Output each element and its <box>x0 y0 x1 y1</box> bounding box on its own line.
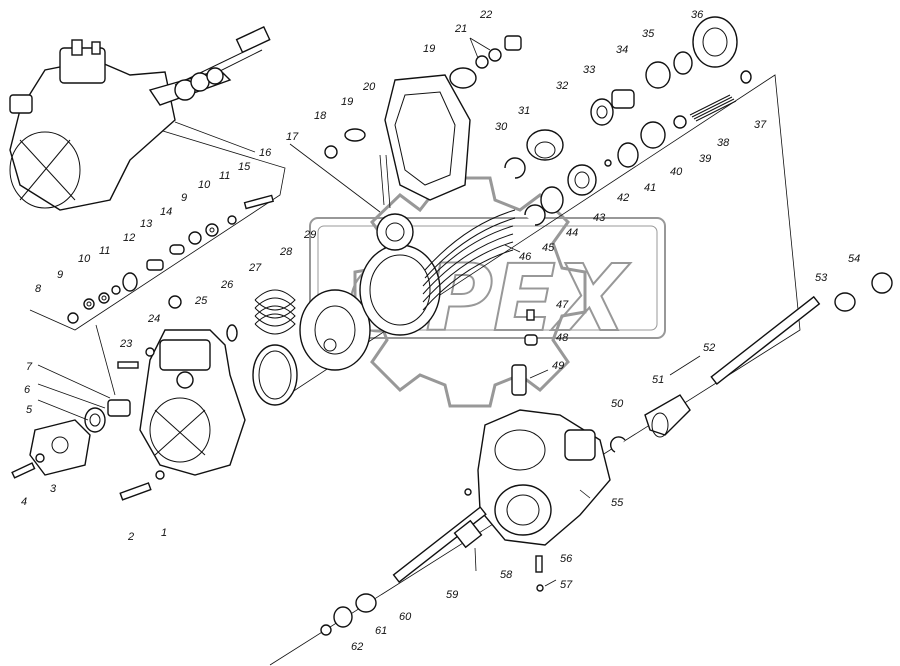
callout-46: 46 <box>519 251 532 263</box>
leader-lines <box>37 37 701 587</box>
callout-51: 51 <box>652 374 664 386</box>
callout-42: 42 <box>617 192 629 204</box>
callout-28: 28 <box>279 246 293 258</box>
callout-55: 55 <box>611 497 624 509</box>
callout-54: 54 <box>848 253 860 265</box>
callout-9a: 9 <box>57 269 63 281</box>
callout-45: 45 <box>542 242 555 254</box>
callout-62: 62 <box>351 641 363 653</box>
callout-7: 7 <box>26 361 33 373</box>
callout-34: 34 <box>616 44 628 56</box>
callout-43: 43 <box>593 212 606 224</box>
callout-15: 15 <box>238 161 251 173</box>
callout-4: 4 <box>21 496 27 508</box>
callout-57: 57 <box>560 579 573 591</box>
callout-21: 21 <box>454 23 467 35</box>
callout-30: 30 <box>495 121 508 133</box>
callout-31: 31 <box>518 105 530 117</box>
callout-49: 49 <box>552 360 564 372</box>
callout-11a: 11 <box>99 245 110 257</box>
callout-18: 18 <box>314 110 327 122</box>
callout-50: 50 <box>611 398 624 410</box>
spring-piston <box>252 244 441 406</box>
callout-48: 48 <box>556 332 569 344</box>
callout-39: 39 <box>699 153 711 165</box>
callout-36: 36 <box>691 9 704 21</box>
assembled-unit <box>9 26 271 211</box>
lower-housing <box>320 309 611 636</box>
callout-58: 58 <box>500 569 513 581</box>
callout-41: 41 <box>644 182 656 194</box>
callout-2: 2 <box>127 531 134 543</box>
large-spring <box>422 209 516 311</box>
shaft-parts <box>609 295 821 453</box>
callout-13: 13 <box>140 218 153 230</box>
callout-26: 26 <box>220 279 234 291</box>
callout-44: 44 <box>566 227 578 239</box>
callout-60: 60 <box>399 611 412 623</box>
callout-8: 8 <box>35 283 42 295</box>
callout-5: 5 <box>26 404 33 416</box>
left-housing <box>11 295 246 501</box>
callout-23: 23 <box>119 338 133 350</box>
callout-32: 32 <box>556 80 568 92</box>
callout-9b: 9 <box>181 192 187 204</box>
callout-38: 38 <box>717 137 730 149</box>
callout-17: 17 <box>286 131 299 143</box>
callout-12: 12 <box>123 232 135 244</box>
callout-16: 16 <box>259 147 272 159</box>
callout-10a: 10 <box>78 253 91 265</box>
callout-52: 52 <box>703 342 715 354</box>
callout-59: 59 <box>446 589 458 601</box>
nuts <box>834 272 893 312</box>
callout-61: 61 <box>375 625 387 637</box>
callout-14: 14 <box>160 206 172 218</box>
callout-25: 25 <box>194 295 208 307</box>
callout-3: 3 <box>50 483 57 495</box>
callout-6: 6 <box>24 384 31 396</box>
callout-40: 40 <box>670 166 683 178</box>
callout-10b: 10 <box>198 179 211 191</box>
callout-22: 22 <box>479 9 492 21</box>
callout-19a: 19 <box>341 96 353 108</box>
callout-56: 56 <box>560 553 573 565</box>
callout-27: 27 <box>248 262 262 274</box>
callout-20: 20 <box>362 81 376 93</box>
callout-24: 24 <box>147 313 160 325</box>
callout-53: 53 <box>815 272 828 284</box>
callout-47: 47 <box>556 299 569 311</box>
callout-29: 29 <box>303 229 316 241</box>
right-small-parts <box>504 16 752 226</box>
callout-1: 1 <box>161 527 167 539</box>
callout-33: 33 <box>583 64 596 76</box>
callout-35: 35 <box>642 28 655 40</box>
callout-labels: 1 2 3 4 5 6 7 8 9 9 10 10 11 11 12 13 14… <box>21 9 860 653</box>
callout-19b: 19 <box>423 43 435 55</box>
small-parts <box>67 194 275 324</box>
callout-37: 37 <box>754 119 767 131</box>
diaphragm-cover <box>324 35 522 251</box>
callout-11b: 11 <box>219 170 230 182</box>
